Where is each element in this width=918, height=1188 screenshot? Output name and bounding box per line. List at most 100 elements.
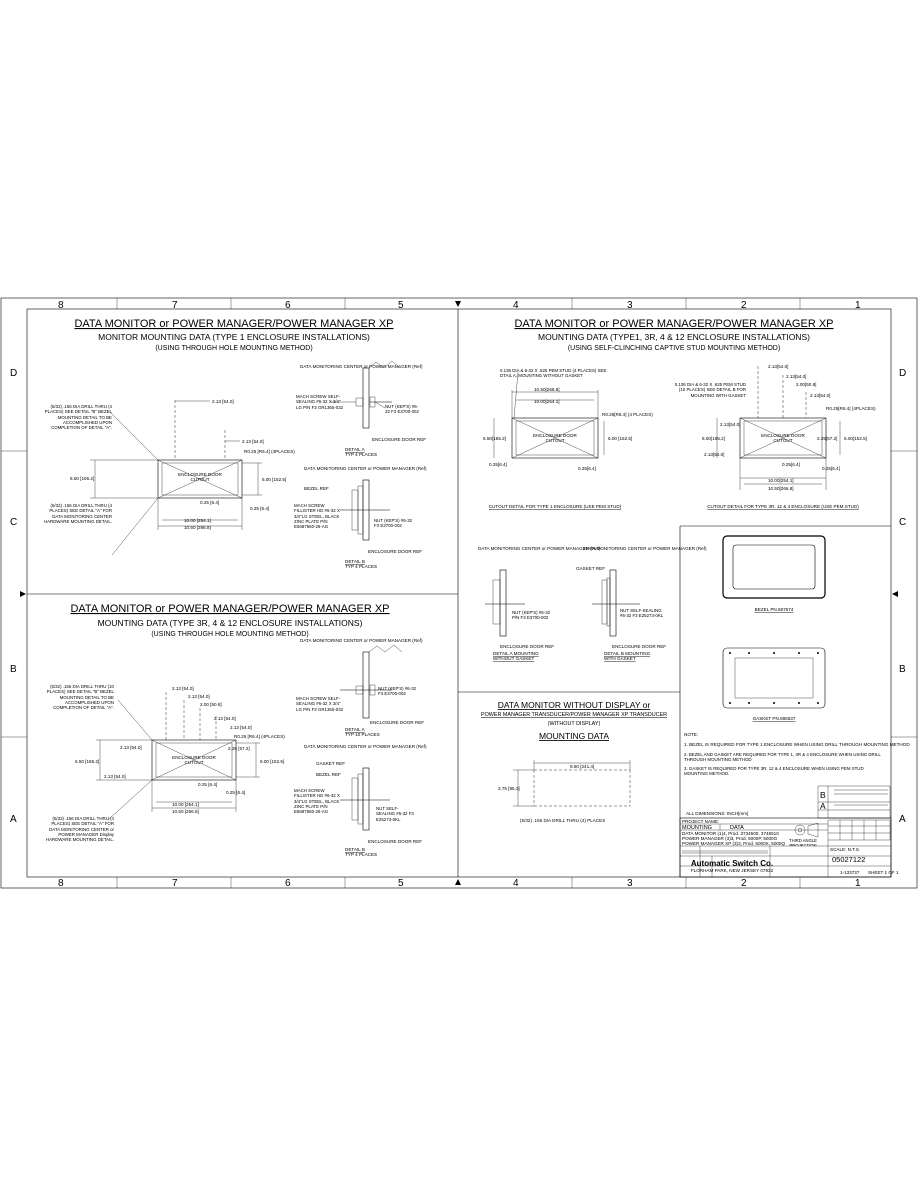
q1-note-1-box: (5/32) .156 DIA DRILL THRU (4 PLACES) SE…	[44, 404, 112, 431]
q3-title: DATA MONITOR or POWER MANAGER/POWER MANA…	[70, 603, 389, 615]
q3-note-2: (5/32) .156 DIA DRILL THRU (4 PLACES) SE…	[45, 816, 114, 843]
q1-db-door: ENCLOSURE DOOR REF	[368, 549, 422, 554]
q3-dim-i: 6.00 [152.5]	[260, 759, 284, 764]
q3-type3r-through-hole: DATA MONITOR or POWER MANAGER/POWER MANA…	[45, 603, 427, 857]
q1-dim-d8: 10.00 [254.1]	[184, 518, 211, 523]
q4-db-gasket: GASKET REF	[576, 566, 605, 571]
q1-db-bezel: BEZEL REF	[304, 486, 329, 491]
projection-label: THIRD ANGLE PROJECTION	[789, 838, 817, 846]
zone-top-2: 2	[741, 300, 747, 311]
zone-bottom-3: 3	[627, 878, 633, 889]
q3-dim-l: 0.25 [6.4]	[198, 782, 217, 787]
q1-detail-a-door	[362, 367, 370, 429]
rev-a: A	[820, 801, 826, 811]
zone-right-b: B	[899, 664, 906, 675]
q2-right-door: ENCLOSURE DOOR	[761, 433, 805, 438]
q3-db-ref: DATA MONITORING CENTER or POWER MANAGER …	[304, 744, 427, 749]
q2-right-f: 2.25[57.2]	[817, 436, 837, 441]
q1-da-door: ENCLOSURE DOOR REF	[372, 437, 426, 442]
zone-left-c: C	[10, 517, 17, 528]
zone-top-5: 5	[398, 300, 404, 311]
q3-da-door: ENCLOSURE DOOR REF	[370, 720, 424, 725]
q1-dim-d1: 2.13 [54.0]	[212, 399, 234, 404]
project-name-1: MOUNTING	[682, 825, 712, 831]
q4-db-caption1: DETAIL B MOUNTING	[604, 651, 651, 656]
q4-da-door: ENCLOSURE DOOR REF	[500, 644, 554, 649]
q3-db-places: TYP 4 PLACES	[345, 852, 377, 857]
zone-right-c: C	[899, 517, 906, 528]
zone-left-a: A	[10, 814, 17, 825]
zone-right-a: A	[899, 814, 906, 825]
q2-left-w2: 10.00[254.1]	[534, 399, 560, 404]
q1-dim-d6: 0.25 [6.4]	[200, 500, 219, 505]
q2-right-a: 2.13[54.0]	[768, 364, 788, 369]
q2-caption-left: CUTOUT DETAIL FOR TYPE 1 ENCLOSURE (USE …	[489, 504, 622, 509]
q5-title1: DATA MONITOR WITHOUT DISPLAY or	[498, 700, 651, 710]
q1-da-screw: MACH SCREW SELF-SEALING #6-32 X 3/4" LG …	[296, 394, 344, 410]
zone-labels-right: D C B A	[899, 368, 906, 825]
zone-bottom-8: 8	[58, 878, 64, 889]
bezel-caption: BEZEL PN.687574	[755, 607, 794, 612]
title-block: B A PROJECT NAME: MOUNTING DATA DATA MON…	[679, 785, 899, 878]
q5-without-display: DATA MONITOR WITHOUT DISPLAY or POWER MA…	[481, 700, 748, 823]
q2-right-h: 6.00[152.5]	[844, 436, 867, 441]
q5-h: 3.75 [95.3]	[498, 786, 520, 791]
q3-note-1: (5/32) .156 DIA DRILL THRU (10 PLACES) S…	[46, 684, 114, 711]
rev-b: B	[820, 790, 826, 800]
q3-db-bezel: BEZEL REF	[316, 772, 341, 777]
q1-cutout-label: ENCLOSURE DOOR	[178, 472, 222, 477]
zone-labels-left: D C B A	[10, 368, 17, 825]
q2-left-cutout-label: CUTOUT	[545, 438, 564, 443]
q2-caption-right: CUTOUT DETAIL FOR TYPE 3R, 12 & 4 ENCLOS…	[707, 504, 859, 509]
q4-db-nut: NUT SELF-SEALING #6-32 F3 E25273-0KL	[620, 608, 664, 619]
q3-db-caption: DETAIL B	[345, 847, 365, 852]
gasket-outline	[722, 647, 826, 709]
q1-db-screw: MACH SCREW FILLISTER HD #6-32 X 3/4"LG S…	[294, 503, 340, 530]
q4-details-and-parts: DATA MONITORING CENTER or POWER MANAGER …	[478, 535, 910, 776]
gasket-caption: GASKET PN.685537	[753, 716, 796, 721]
zone-bottom-2: 2	[741, 878, 747, 889]
q2-left-h2: 6.00 [152.5]	[608, 436, 632, 441]
q3-da-screw: MACH SCREW SELF-SEALING #6-32 X 3/4" LG …	[296, 696, 344, 712]
q3-da-caption: DETAIL A	[345, 727, 366, 732]
note-2: 2. BEZEL AND GASKET ARE REQUIRED FOR TYP…	[684, 752, 881, 763]
q1-note-1: (5/32) .156 DIA DRILL THRU (4 PLACES) SE…	[44, 404, 112, 431]
q1-da-ref: DATA MONITORING CENTER or POWER MANAGER …	[300, 364, 423, 369]
q4-da-ref: DATA MONITORING CENTER or POWER MANAGER …	[478, 546, 601, 551]
zone-top-4: 4	[513, 300, 519, 311]
q3-da-ref: DATA MONITORING CENTER or POWER MANAGER …	[300, 638, 423, 643]
q2-pem-stud: DATA MONITOR or POWER MANAGER/POWER MANA…	[483, 318, 876, 509]
q2-left-cutout	[511, 417, 599, 459]
q1-db-ref: DATA MONITORING CENTER or POWER MANAGER …	[304, 466, 427, 471]
q2-left-w1: 10.50[266.8]	[534, 387, 560, 392]
all-dims-note: ALL DIMENSIONS: INCH[mm]	[686, 811, 748, 816]
q3-cutout-door: ENCLOSURE DOOR	[172, 755, 216, 760]
q4-detail-a-door	[499, 569, 507, 637]
inner-border	[26, 308, 892, 878]
q2-right-b: 2.13[54.0]	[786, 374, 806, 379]
q1-dim-d4: 6.50 [165.2]	[70, 476, 94, 481]
company-name: Automatic Switch Co.	[691, 859, 773, 868]
q1-da-places: TYP 4 PLACES	[345, 452, 377, 457]
model-line-2: POWER MANAGER (3)3, Prod. 5000P, 5000G	[682, 836, 778, 841]
q2-subtitle: MOUNTING DATA (TYPE1, 3R, 4 & 12 ENCLOSU…	[538, 332, 810, 342]
distribution-grid	[827, 819, 891, 841]
q3-method: (USING THROUGH HOLE MOUNTING METHOD)	[151, 631, 308, 638]
third-angle-projection-icon	[794, 822, 819, 838]
project-name-2: DATA	[730, 825, 744, 831]
sheet-number: SHEET 1 OF 1	[868, 870, 899, 875]
q1-note-2: (5/32) .156 DIA DRILL THRU (4 PLACES) SE…	[43, 503, 112, 524]
q3-detail-a-door	[362, 651, 370, 719]
q3-dim-n: 10.00 [254.1]	[172, 802, 199, 807]
q2-right-j: 0.25[6.4]	[822, 466, 840, 471]
zone-top-7: 7	[172, 300, 178, 311]
q2-right-l: 10.50[266.8]	[768, 486, 794, 491]
zone-ticks	[1, 298, 917, 888]
q2-right-i: 0.25[6.4]	[782, 462, 800, 467]
model-line-3: POWER MANAGER XP (3)3, Prod. 5000X, 5000…	[682, 841, 785, 846]
q4-da-caption1: DETAIL A MOUNTING	[493, 651, 539, 656]
q2-right-m: 2.13[54.0]	[720, 422, 740, 427]
q3-db-door: ENCLOSURE DOOR REF	[368, 839, 422, 844]
q4-da-caption2: WITHOUT GASKET	[493, 656, 534, 661]
